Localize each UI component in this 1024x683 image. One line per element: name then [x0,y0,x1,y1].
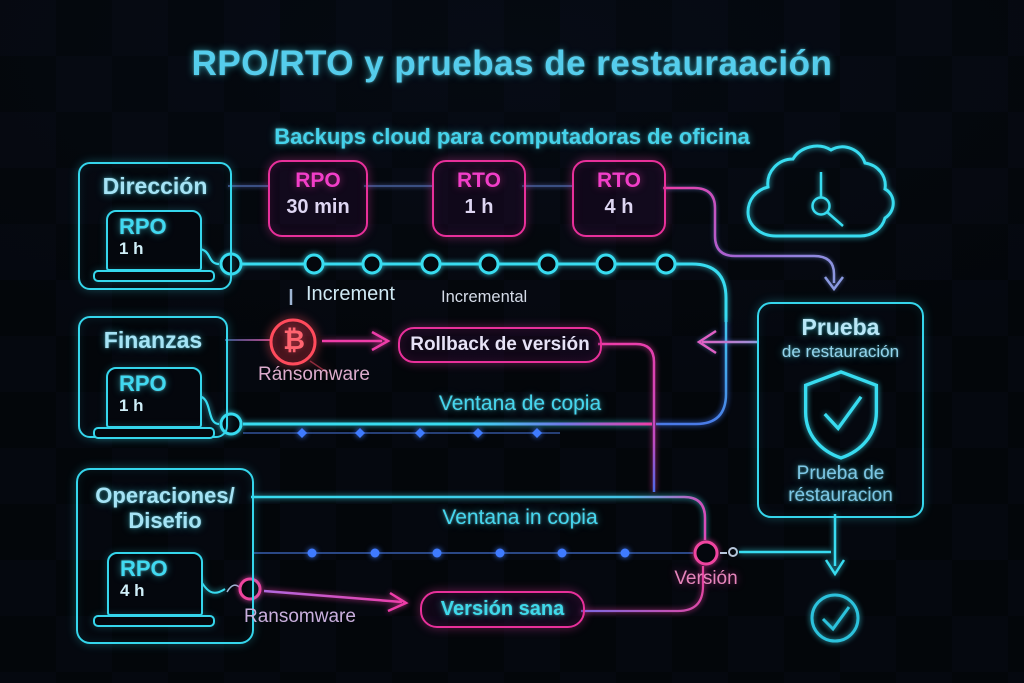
chip-rto-1h-label: RTO [457,169,501,192]
restore-panel-title: Prueba [801,314,880,340]
operations-ransomware-node [198,577,262,601]
label-ransomware-top: Ránsomware [258,364,370,385]
chip-rpo-30min-label: RPO [295,169,341,192]
shield-check-icon [803,370,878,460]
restore-test-panel: Prueba de restauración Prueba de réstaur… [757,302,924,518]
group-operaciones-label: Operaciones/ Disefio [78,483,252,533]
backup-point-diamonds [297,428,542,438]
page-subtitle: Backups cloud para computadoras de ofici… [274,124,750,149]
chip-rto-4h-label: RTO [597,169,641,192]
group-operaciones-label-line2: Disefio [128,508,202,533]
group-direccion: Dirección [78,162,232,290]
group-direccion-label: Dirección [102,173,208,199]
chip-rto-4h: RTO 4 h [572,160,666,237]
bitcoin-icon [269,318,329,374]
label-ransomware-bottom: Ransomware [244,606,356,627]
rto-to-panel-arrow [663,186,844,292]
group-operaciones: Operaciones/ Disefio [76,468,254,644]
bitcoin-symbol: ₿ [282,325,305,356]
ransomware-rollback-arrow [322,330,391,352]
chip-rto-1h-value: 1 h [464,196,494,218]
rollback-version-line [598,342,656,492]
chip-rto-1h: RTO 1 h [432,160,526,237]
version-node-icon [693,540,831,566]
operations-top-line [251,495,707,540]
chip-rto-4h-value: 4 h [604,196,634,218]
group-operaciones-label-line1: Operaciones/ [95,483,235,508]
ransomware-versionsana-arrow [263,589,409,613]
panel-down-arrow [824,514,846,577]
label-ventana-in-copia: Ventana in copia [442,506,598,529]
label-ventana-de-copia: Ventana de copia [438,392,602,415]
chain-descent-line [656,322,728,426]
group-finanzas: Finanzas [78,316,228,438]
chip-rpo-30min: RPO 30 min [268,160,368,237]
label-increment: Increment [306,283,395,305]
restore-panel-subtitle: de restauración [781,342,900,361]
restore-panel-caption-line1: Prueba de [796,463,885,484]
clock-icon [811,172,844,227]
label-version-node: Versión [674,568,738,589]
incremental-timeline [197,247,728,322]
versionsana-return-line [581,566,705,613]
label-incremental: Incremental [441,288,528,306]
cloud-icon [746,144,895,238]
restore-panel-caption: Prueba de réstauracion [759,463,922,507]
restore-panel-caption-line2: réstauracion [788,485,893,506]
rollback-version-pill: Rollback de versión [398,327,602,363]
version-sana-pill: Versión sana [420,591,585,628]
panel-left-arrow [696,329,757,355]
chip-rpo-30min-value: 30 min [286,196,350,218]
success-check-icon [810,593,860,643]
group-finanzas-label: Finanzas [103,327,203,353]
page-title: RPO/RTO y pruebas de restauraación [191,44,833,83]
operations-timeline [252,548,693,558]
